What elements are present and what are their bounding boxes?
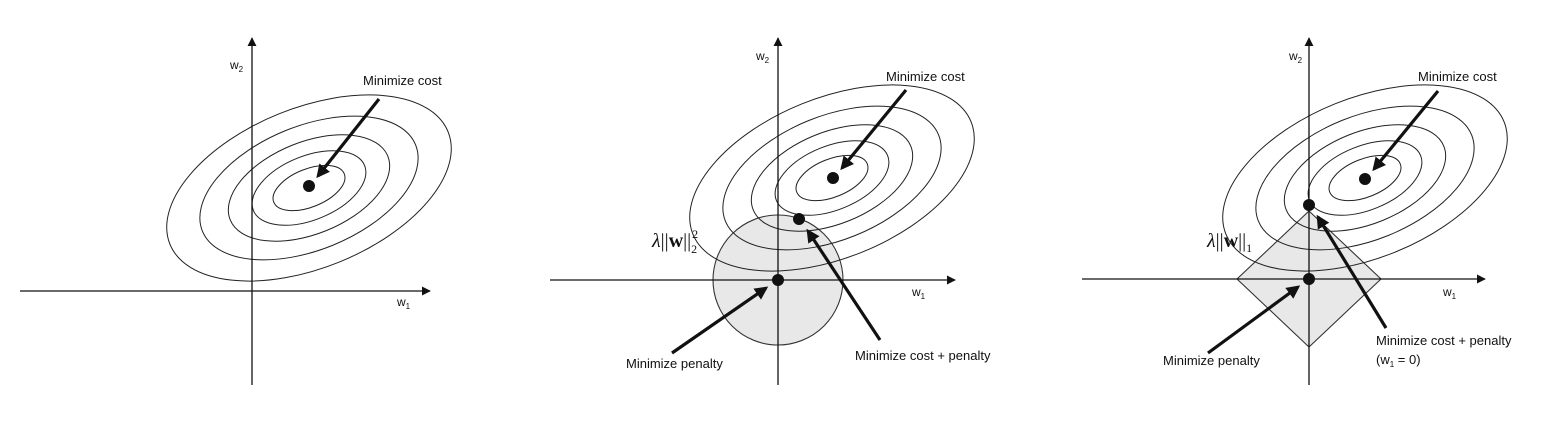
y-axis-label: w2 bbox=[755, 49, 770, 65]
cost-arrow bbox=[316, 98, 381, 179]
contour-ellipse bbox=[166, 94, 452, 282]
penalty-arrow bbox=[1207, 285, 1301, 355]
contour-ellipse bbox=[722, 105, 942, 251]
regularized-solution-point bbox=[1303, 199, 1315, 211]
regularized-solution-point bbox=[793, 213, 805, 225]
cost-minimum-point bbox=[827, 172, 839, 184]
minimize-cost-label: Minimize cost bbox=[886, 69, 965, 84]
contour-ellipse bbox=[1328, 154, 1402, 202]
contour-ellipse bbox=[774, 140, 890, 216]
penalty-minimum-point bbox=[1303, 273, 1315, 285]
cost-minimum-point bbox=[1359, 173, 1371, 185]
cost-arrow bbox=[1372, 89, 1440, 172]
cost-minimum-point bbox=[303, 180, 315, 192]
penalty-minimum-point bbox=[772, 274, 784, 286]
cost-contours bbox=[166, 94, 452, 282]
minimize-cost-label: Minimize cost bbox=[1418, 69, 1497, 84]
x-axis-label: w1 bbox=[911, 285, 926, 301]
contour-ellipse bbox=[272, 164, 346, 212]
contour-ellipse bbox=[227, 134, 391, 242]
contour-ellipse bbox=[1222, 84, 1508, 272]
cost-contours bbox=[1222, 84, 1508, 272]
x-axis-label: w1 bbox=[1442, 285, 1457, 301]
l1-penalty-formula: λ||w||1 bbox=[1206, 230, 1252, 255]
contour-ellipse bbox=[1255, 105, 1475, 251]
y-axis-label: w2 bbox=[1288, 49, 1303, 65]
penalty-arrow bbox=[671, 286, 769, 355]
minimize-cost-plus-penalty-label: Minimize cost + penalty bbox=[855, 348, 991, 363]
w1-zero-note: (w1 = 0) bbox=[1376, 352, 1421, 369]
contour-ellipse bbox=[251, 150, 367, 226]
y-axis-label: w2 bbox=[229, 58, 244, 74]
cost-plus-penalty-arrow bbox=[1316, 214, 1388, 329]
cost-plus-penalty-arrow bbox=[806, 228, 882, 341]
contour-ellipse bbox=[795, 154, 869, 202]
minimize-penalty-label: Minimize penalty bbox=[1163, 353, 1260, 368]
cost-contours bbox=[689, 84, 975, 272]
cost-arrow bbox=[840, 88, 908, 171]
minimize-penalty-label: Minimize penalty bbox=[626, 356, 723, 371]
contour-ellipse bbox=[199, 115, 419, 261]
panel-unregularized: w1 w2 Minimize cost bbox=[20, 37, 452, 385]
minimize-cost-plus-penalty-label: Minimize cost + penalty bbox=[1376, 333, 1512, 348]
contour-ellipse bbox=[689, 84, 975, 272]
panel-l1: w1 w2 λ||w||1 Minimize cost Minimize pen… bbox=[1082, 37, 1512, 385]
contour-ellipse bbox=[1283, 124, 1447, 232]
minimize-cost-label: Minimize cost bbox=[363, 73, 442, 88]
x-axis-label: w1 bbox=[396, 295, 411, 311]
contour-ellipse bbox=[750, 124, 914, 232]
